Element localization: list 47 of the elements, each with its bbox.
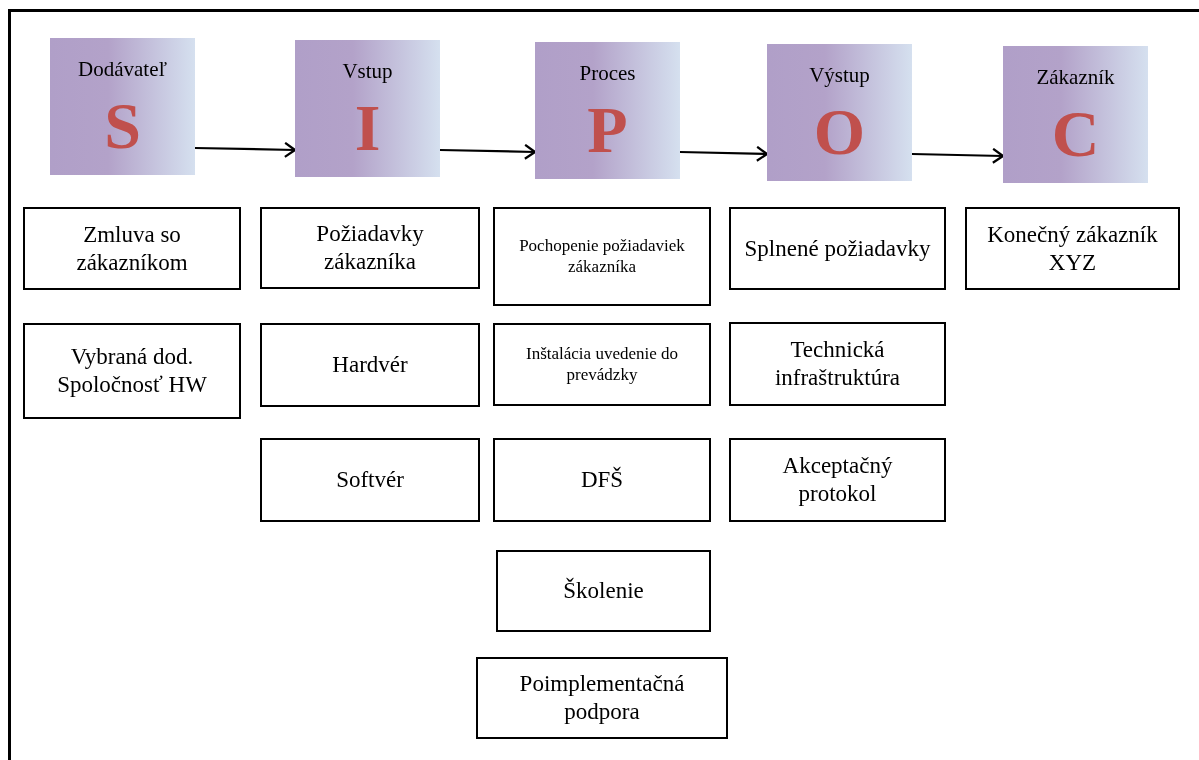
text-box xyxy=(965,207,1180,290)
stage-letter: O xyxy=(813,99,866,166)
stage-heading: Proces xyxy=(579,62,636,86)
stage-box xyxy=(1003,46,1148,183)
stage-heading: Vstup xyxy=(342,60,393,84)
stage-letter: C xyxy=(1051,101,1100,168)
text-box xyxy=(729,438,946,522)
text-box xyxy=(493,207,711,306)
text-box xyxy=(493,323,711,406)
box-text: Splnené požiadavky xyxy=(744,234,931,263)
stage-letter: P xyxy=(587,97,628,164)
text-box xyxy=(496,550,711,632)
box-text: Technická infraštruktúra xyxy=(773,336,902,392)
box-text: Akceptačný protokol xyxy=(781,452,894,508)
box-text: DFŠ xyxy=(580,466,624,494)
box-text: Školenie xyxy=(563,577,644,605)
box-text: Poimplementačná podpora xyxy=(518,670,686,726)
stage-box xyxy=(767,44,912,181)
box-text: Konečný zákazník XYZ xyxy=(986,220,1159,277)
arrow xyxy=(911,147,1005,164)
stage-letter: S xyxy=(104,93,141,160)
text-box xyxy=(260,207,480,289)
box-text: Pochopenie požiadaviek zákazníka xyxy=(518,236,686,277)
text-box xyxy=(23,207,241,290)
arrow xyxy=(679,145,769,162)
stage-heading: Dodávateľ xyxy=(78,58,167,82)
text-box xyxy=(493,438,711,522)
box-text: Zmluva so zákazníkom xyxy=(75,220,189,277)
box-text: Inštalácia uvedenie do prevádzky xyxy=(525,344,679,385)
stage-box xyxy=(295,40,440,177)
stage-box xyxy=(535,42,680,179)
box-text: Hardvér xyxy=(332,351,408,379)
stage-heading: Výstup xyxy=(809,64,870,88)
text-box xyxy=(260,323,480,407)
stage-letter: I xyxy=(354,95,381,162)
text-box xyxy=(476,657,728,739)
text-box xyxy=(729,322,946,406)
text-box xyxy=(729,207,946,290)
box-text: Softvér xyxy=(336,466,404,494)
arrow xyxy=(194,141,297,158)
stage-box xyxy=(50,38,195,175)
arrow xyxy=(439,143,537,160)
box-text: Vybraná dod. Spoločnosť HW xyxy=(56,343,208,399)
box-text: Požiadavky zákazníka xyxy=(315,220,425,276)
text-box xyxy=(23,323,241,419)
text-box xyxy=(260,438,480,522)
stage-heading: Zákazník xyxy=(1036,66,1115,90)
